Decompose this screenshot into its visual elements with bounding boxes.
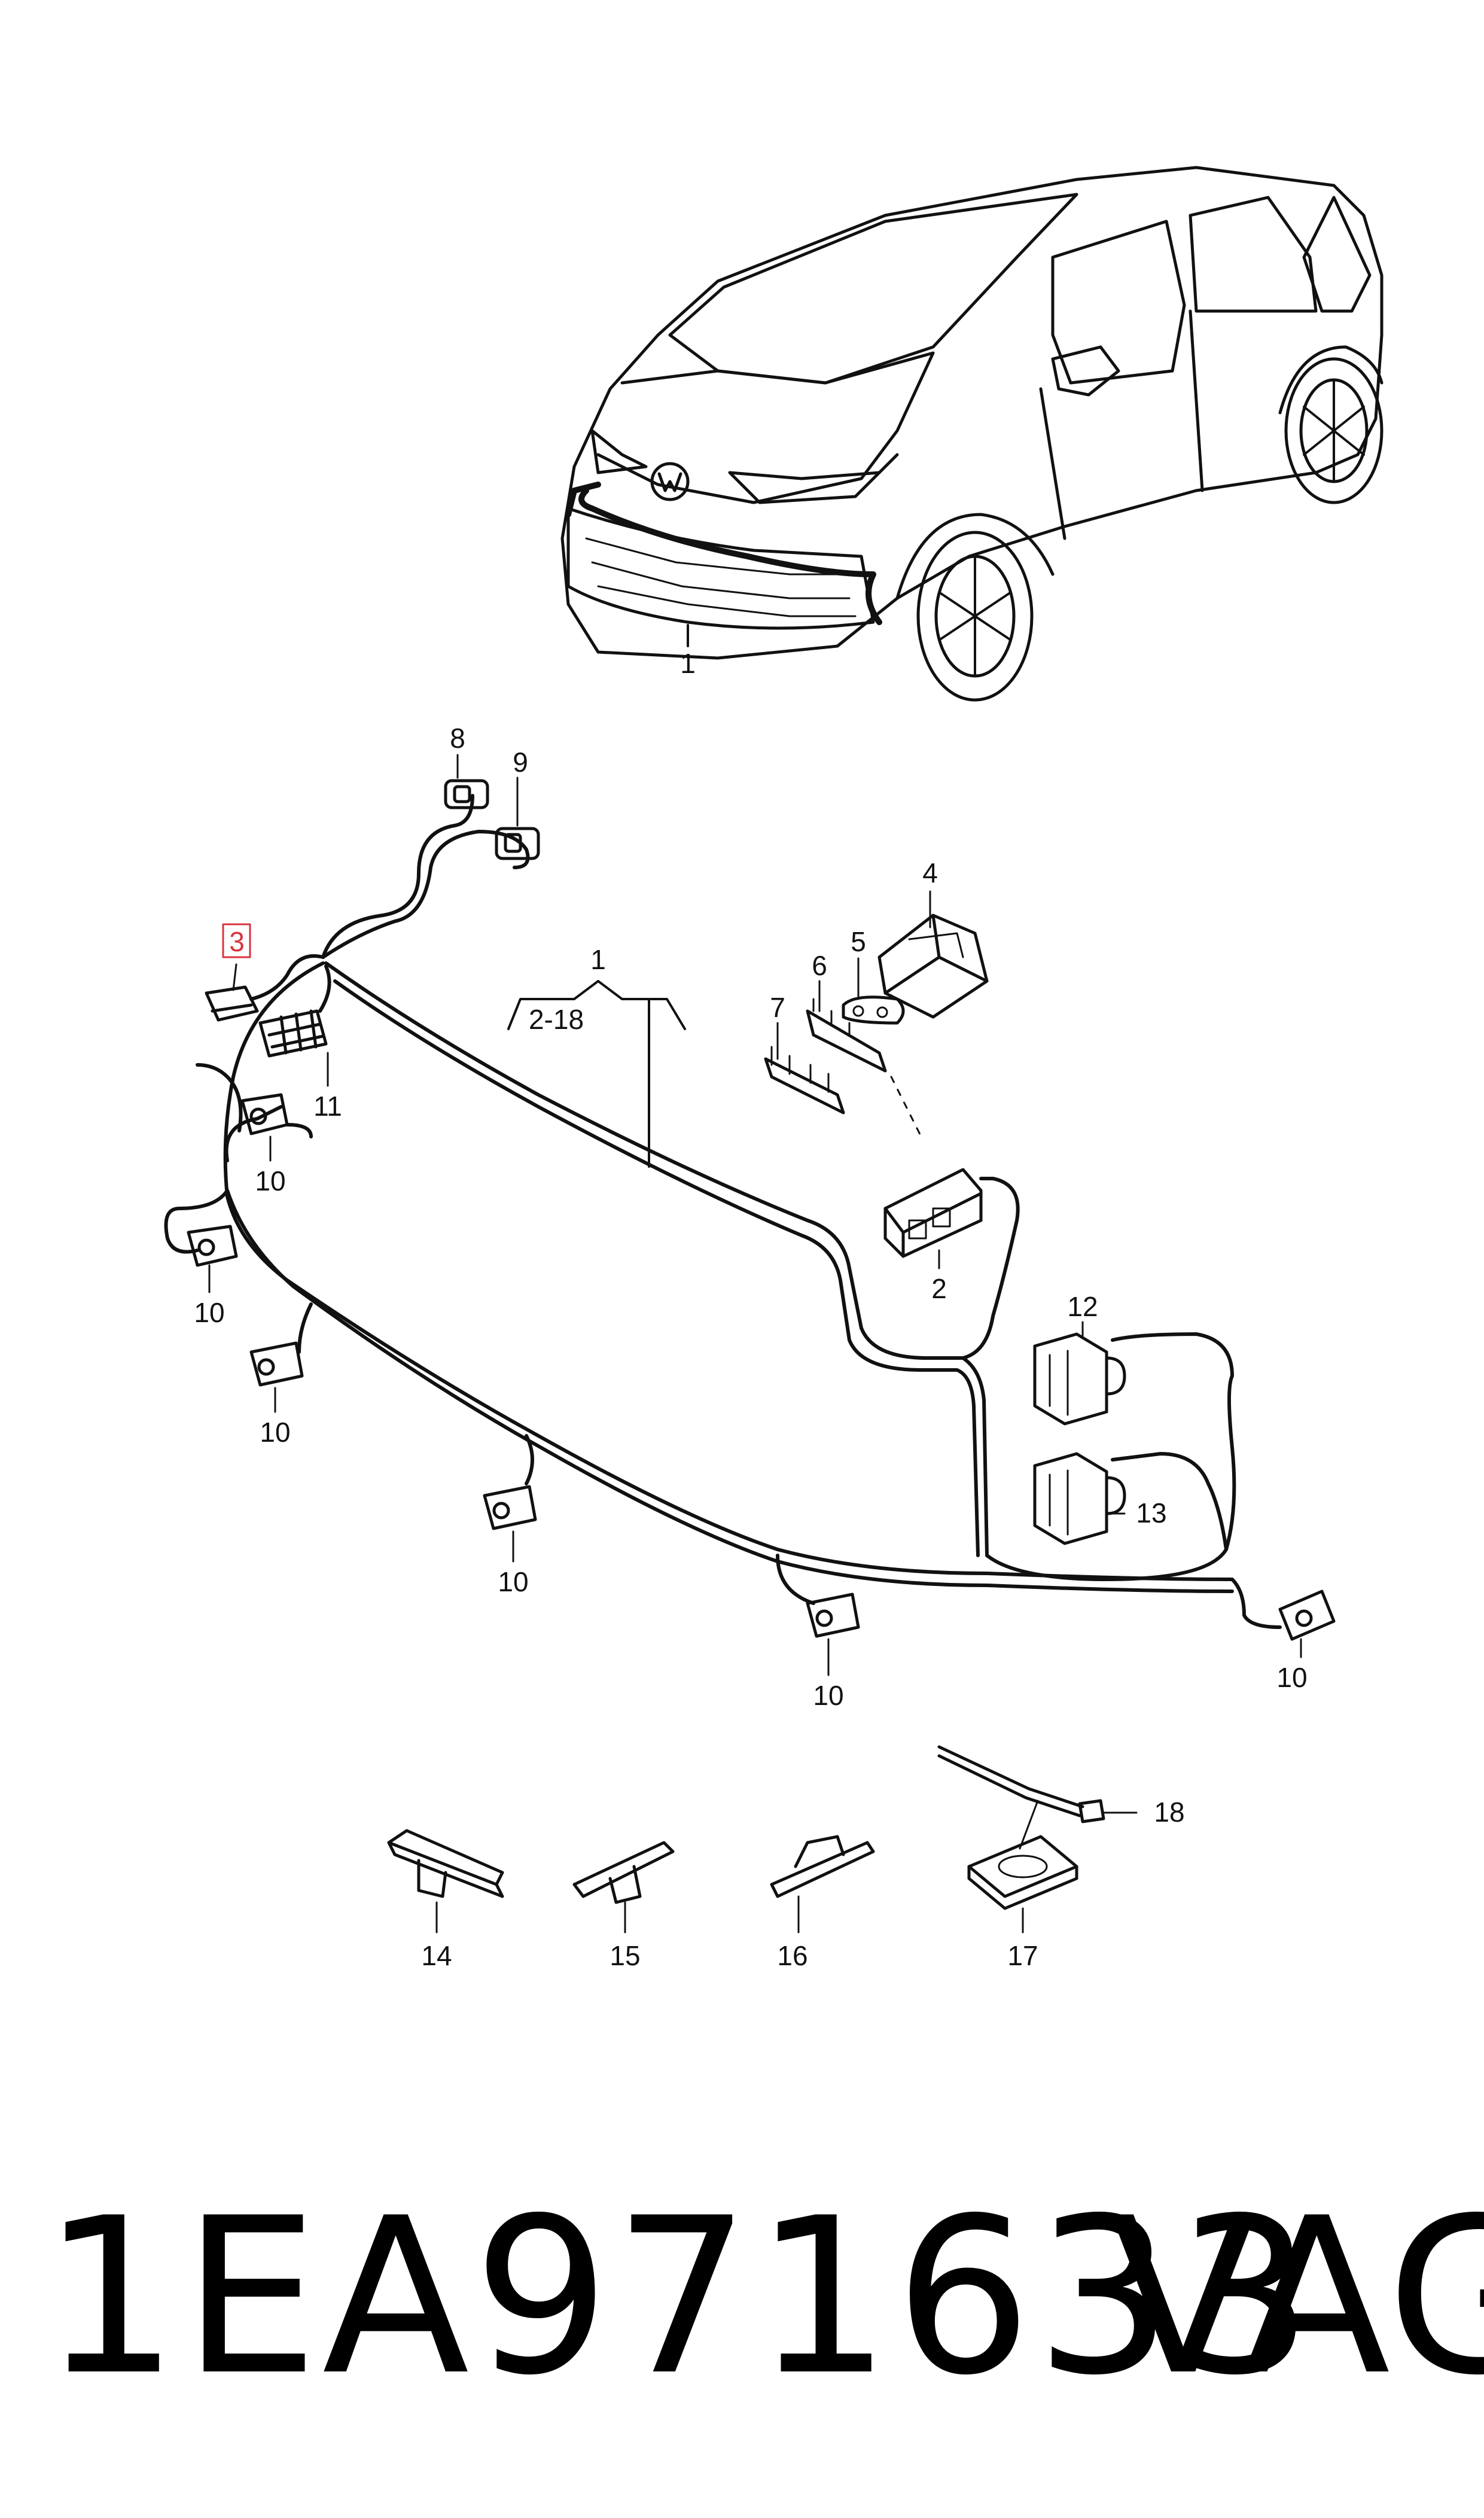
lock-6 (806, 998, 887, 1073)
connector-3 (205, 985, 259, 1022)
callout-label-4: 4 (922, 857, 938, 888)
connector-10e (806, 1593, 860, 1638)
wiring-harness-diagram: 1 1 2-18 2 3 4 5 6 7 8 9 10 10 10 10 10 … (164, 166, 1384, 1971)
callout-label-6: 6 (812, 950, 827, 981)
callout-label-11: 11 (313, 1091, 342, 1122)
callout-label-5: 5 (851, 926, 866, 957)
connector-4 (877, 914, 989, 1019)
callout-label-10e: 10 (813, 1680, 843, 1711)
callout-label-10b: 10 (194, 1297, 224, 1328)
connector-13 (1033, 1452, 1126, 1545)
callout-label-3: 3 (229, 926, 245, 957)
connector-10c (249, 1341, 304, 1387)
connector-2 (883, 1168, 983, 1258)
callout-label-12: 12 (1067, 1291, 1098, 1322)
callout-label-18: 18 (1154, 1797, 1184, 1828)
assembly-dash (890, 1076, 922, 1138)
callout-label-13: 13 (1136, 1497, 1166, 1529)
callout-label-car: 1 (680, 648, 696, 679)
connector-11 (258, 1009, 328, 1058)
connector-8 (444, 779, 489, 809)
clip-14 (387, 1829, 504, 1898)
clip-16 (770, 1835, 875, 1898)
callout-label-16: 16 (777, 1940, 807, 1971)
brand-name: VAG (1110, 2172, 1484, 2422)
seal-5 (842, 995, 905, 1025)
lock-7 (764, 1046, 845, 1115)
callout-label-range: 2-18 (529, 1004, 584, 1035)
callout-label-10d: 10 (498, 1566, 528, 1597)
wire-harness (164, 794, 1282, 1629)
callout-label-7: 7 (770, 992, 785, 1023)
connector-10f (1278, 1590, 1336, 1641)
callout-label-8: 8 (450, 723, 465, 754)
clip-17 (967, 1835, 1078, 1910)
callout-leaders (208, 754, 1302, 1934)
connector-10d (483, 1485, 537, 1530)
callout-label-9: 9 (513, 747, 528, 778)
connector-9 (495, 827, 540, 860)
callout-label-17: 17 (1007, 1940, 1038, 1971)
callout-label-10f: 10 (1276, 1662, 1307, 1693)
connector-10a (240, 1093, 289, 1135)
callout-label-10a: 10 (255, 1165, 285, 1196)
connector-10b (187, 1225, 238, 1267)
part-number: 1EA971633 (42, 2172, 1317, 2422)
clip-15 (572, 1841, 675, 1904)
connector-12 (1033, 1332, 1126, 1426)
callout-label-14: 14 (421, 1940, 452, 1971)
cable-tie-18 (937, 1745, 1105, 1850)
range-bracket (507, 980, 686, 1030)
callout-label-15: 15 (610, 1940, 640, 1971)
callout-label-10c: 10 (260, 1417, 290, 1448)
callout-label-bracket: 1 (590, 944, 606, 975)
highlight-box-3 (222, 923, 251, 958)
callout-label-2: 2 (931, 1273, 947, 1304)
car-illustration (560, 166, 1384, 702)
